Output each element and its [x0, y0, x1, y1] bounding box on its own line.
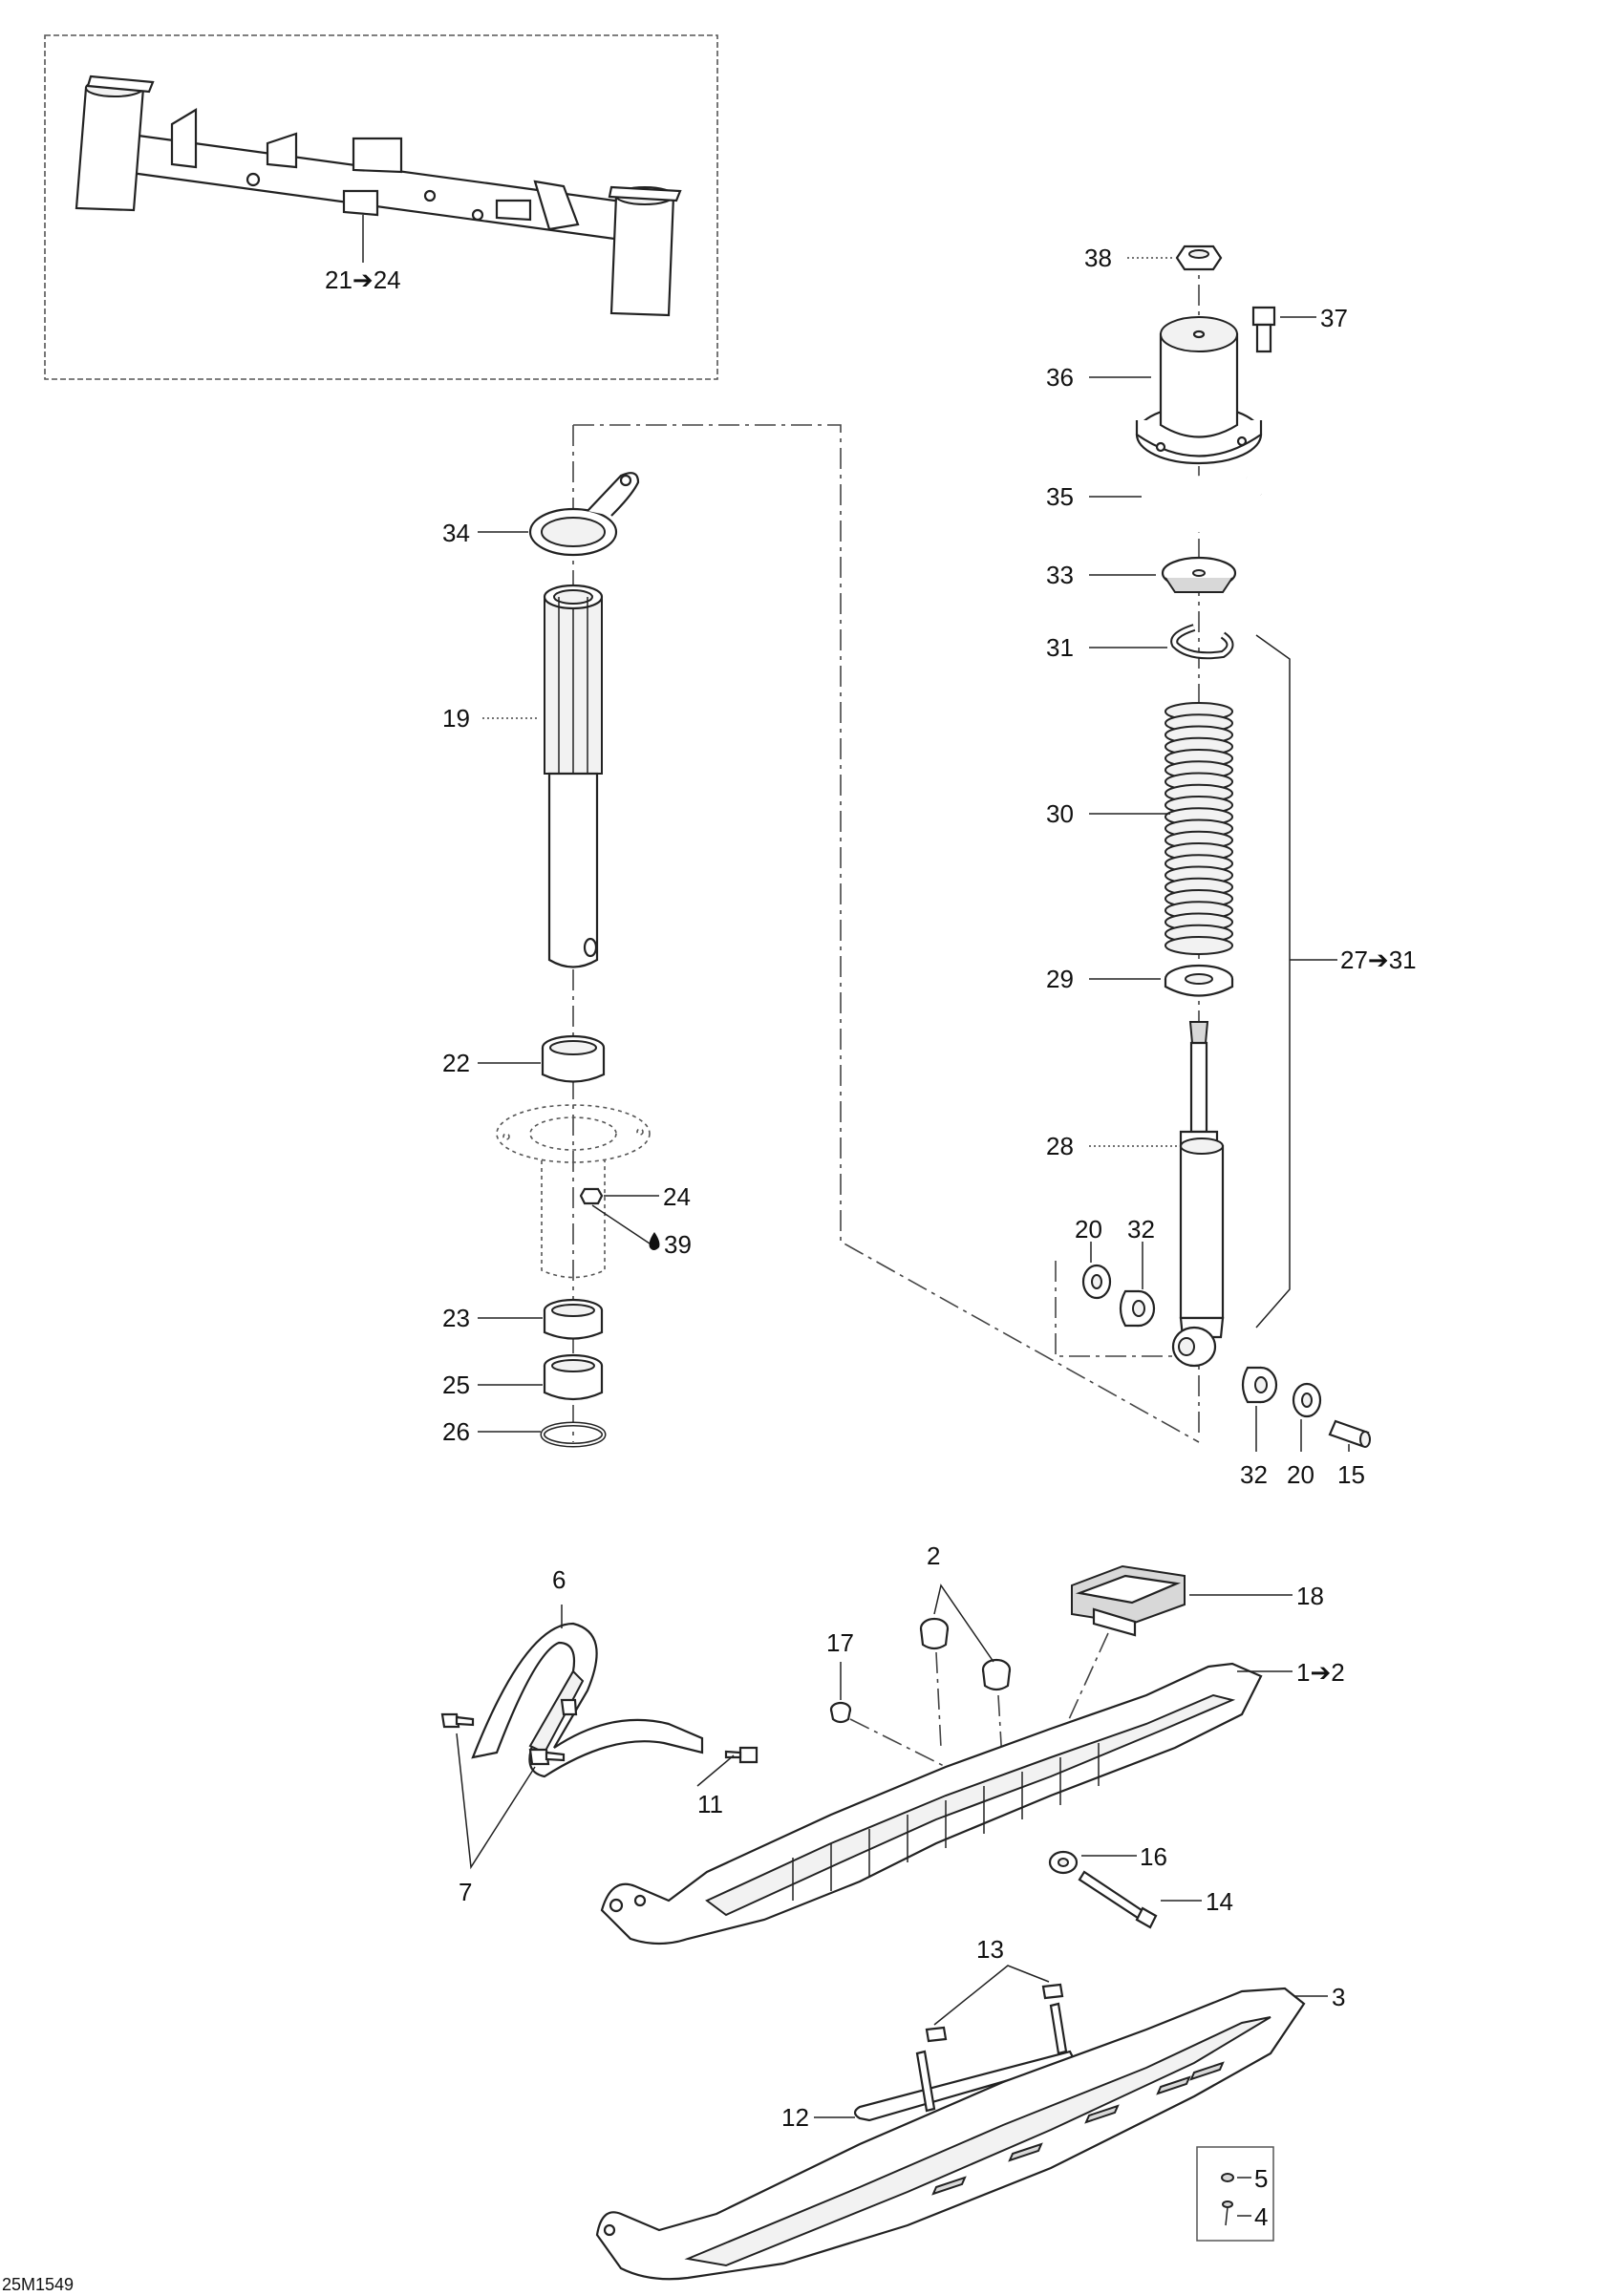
callout-38: 38 [1084, 244, 1112, 272]
part-20-washer-right [1292, 1382, 1322, 1418]
part-32-bushing-left [1119, 1289, 1156, 1328]
callout-20-left: 20 [1075, 1215, 1102, 1244]
part-24-nut [579, 1187, 604, 1205]
callout-35: 35 [1046, 482, 1074, 511]
inset-frame: 21➔24 [44, 34, 718, 380]
callout-32-right: 32 [1240, 1460, 1268, 1489]
callout-28: 28 [1046, 1132, 1074, 1160]
callout-1-2: 1➔2 [1296, 1658, 1345, 1687]
part-36-cap [1135, 316, 1263, 465]
part-14-bolt [1078, 1870, 1158, 1929]
callout-2: 2 [927, 1541, 940, 1570]
callout-39: 39 [664, 1230, 692, 1259]
callout-13: 13 [976, 1935, 1004, 1964]
diagram-code: 25M1549 [2, 2275, 74, 2294]
callout-27-31: 27➔31 [1340, 946, 1417, 974]
callout-6: 6 [552, 1565, 566, 1594]
legend-callout-4: 4 [1254, 2202, 1268, 2231]
part-15-pin [1328, 1419, 1371, 1448]
ski-handle-group: 6 7 11 [440, 1565, 759, 1906]
callout-34: 34 [442, 519, 470, 547]
spring-coil [1165, 936, 1233, 955]
part-34-arm [528, 472, 640, 557]
part-7-bolt-b [528, 1748, 566, 1766]
part-2-bushing-b [981, 1658, 1012, 1691]
callout-12: 12 [781, 2103, 809, 2132]
part-16-washer [1048, 1850, 1079, 1875]
callout-22: 22 [442, 1049, 470, 1077]
callout-21-24: 21➔24 [325, 266, 401, 294]
callout-19: 19 [442, 704, 470, 733]
part-19-spindle [543, 584, 604, 968]
part-13-nut-a [1041, 1983, 1064, 2000]
callout-32-left: 32 [1127, 1215, 1155, 1244]
washer-icon [1221, 2173, 1234, 2182]
part-37-bolt [1251, 306, 1276, 327]
part-31-clip [1170, 624, 1234, 660]
part-7-bolt-a [440, 1712, 475, 1729]
part-28-shock [1171, 1021, 1225, 1368]
callout-3: 3 [1332, 1983, 1345, 2011]
part-13-nut-b [925, 2026, 948, 2043]
callout-23: 23 [442, 1304, 470, 1332]
oil-drop-icon [649, 1232, 660, 1250]
part-18-pad [1071, 1564, 1186, 1637]
part-29-washer [1164, 964, 1234, 997]
callout-18: 18 [1296, 1582, 1324, 1610]
shock-assembly: 38 37 36 35 33 [1046, 244, 1417, 1489]
part-17-insert [829, 1701, 852, 1724]
callout-25: 25 [442, 1371, 470, 1399]
part-26-circlip [540, 1421, 607, 1448]
front-axle-drawing [75, 74, 682, 317]
part-25-bushing [543, 1353, 604, 1401]
callout-15: 15 [1337, 1460, 1365, 1489]
callout-11: 11 [697, 1790, 723, 1818]
spindle-assembly: 34 19 22 [442, 472, 692, 1448]
legend-callout-5: 5 [1254, 2164, 1268, 2193]
part-2-bushing-a [919, 1617, 950, 1650]
part-3-ski-skin [595, 1987, 1306, 2281]
callout-37: 37 [1320, 304, 1348, 332]
part-1-ski [600, 1662, 1263, 1945]
part-33-seat [1161, 556, 1237, 593]
part-30-spring [1165, 702, 1233, 955]
part-20-washer-left [1081, 1264, 1112, 1300]
callout-17: 17 [826, 1628, 854, 1657]
rivet-icon [1222, 2200, 1233, 2226]
legend-box: 5 4 [1196, 2146, 1274, 2242]
callout-7: 7 [459, 1878, 472, 1906]
callout-14: 14 [1206, 1887, 1233, 1916]
callout-29: 29 [1046, 965, 1074, 993]
ghost-housing [496, 1104, 651, 1279]
part-32-bushing-right [1241, 1366, 1278, 1404]
assembly-lines [572, 248, 1200, 1443]
ski-assembly: 2 18 17 1➔2 [595, 1541, 1345, 2281]
callout-26: 26 [442, 1417, 470, 1446]
part-22-bushing [541, 1034, 606, 1083]
callout-20-right: 20 [1287, 1460, 1314, 1489]
callout-33: 33 [1046, 561, 1074, 589]
part-6-handle [471, 1622, 704, 1778]
callout-30: 30 [1046, 799, 1074, 828]
part-11-bolt [560, 1698, 759, 1764]
part-23-bushing [543, 1298, 604, 1340]
callout-31: 31 [1046, 633, 1074, 662]
part-35-clip [1143, 475, 1267, 534]
callout-24: 24 [663, 1182, 691, 1211]
callout-16: 16 [1140, 1842, 1167, 1871]
part-12-runner [853, 2002, 1077, 2122]
callout-36: 36 [1046, 363, 1074, 392]
